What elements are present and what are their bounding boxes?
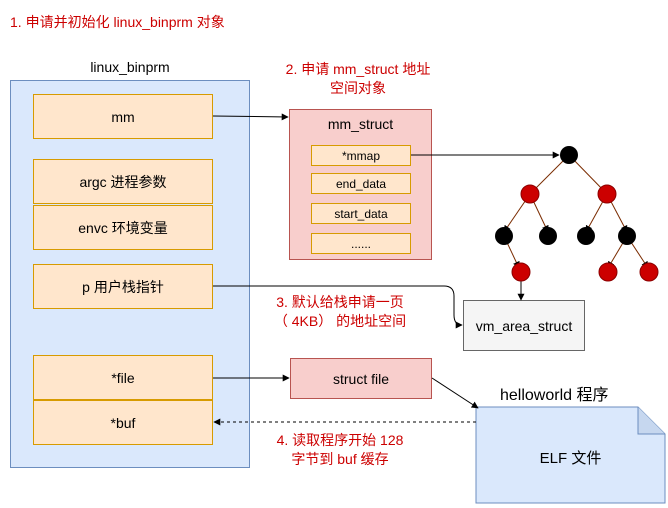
mm-field-start-data: start_data (311, 203, 411, 224)
field-p-stack-pointer: p 用户栈指针 (33, 264, 213, 309)
field-mm: mm (33, 94, 213, 139)
step-2-annotation: 2. 申请 mm_struct 地址 空间对象 (258, 60, 458, 98)
tree-node-red (597, 184, 617, 204)
step-3-annotation: 3. 默认给栈申请一页 （ 4KB） 的地址空间 (265, 293, 415, 331)
tree-node-red (639, 262, 659, 282)
helloworld-label: helloworld 程序 (500, 387, 609, 404)
arrow-mm-to-mm-struct (212, 113, 289, 121)
tree-node-root (560, 146, 578, 164)
tree-node-black (577, 227, 595, 245)
tree-node-black (618, 227, 636, 245)
step-3-line-1: 3. 默认给栈申请一页 (276, 294, 404, 310)
mm-field-mmap: *mmap (311, 145, 411, 166)
mm-field-end-data: end_data (311, 173, 411, 194)
tree-node-black (539, 227, 557, 245)
step-3-line-2: （ 4KB） 的地址空间 (273, 313, 407, 329)
tree-node-red (511, 262, 531, 282)
tree-edges (503, 154, 649, 269)
linux-binprm-title: linux_binprm (90, 59, 170, 75)
arrow-struct-file-to-elf (431, 377, 479, 409)
arrow-stack-to-vm-area (213, 285, 463, 329)
tree-node-black (495, 227, 513, 245)
struct-file-box: struct file (290, 358, 432, 399)
field-file: *file (33, 355, 213, 400)
field-buf: *buf (33, 400, 213, 445)
elf-file-document-shape (475, 406, 666, 504)
elf-file-label: ELF 文件 (539, 449, 602, 467)
field-argc: argc 进程参数 (33, 159, 213, 204)
mm-field-ellipsis: ...... (311, 233, 411, 254)
field-envc: envc 环境变量 (33, 205, 213, 250)
step-2-line-2: 空间对象 (330, 80, 386, 96)
step-1-annotation: 1. 申请并初始化 linux_binprm 对象 (10, 14, 225, 30)
tree-node-red (520, 184, 540, 204)
vm-area-struct-box: vm_area_struct (463, 300, 585, 351)
mm-struct-title: mm_struct (327, 116, 394, 132)
tree-node-red (598, 262, 618, 282)
step-4-line-1: 4. 读取程序开始 128 (276, 432, 404, 448)
step-4-line-2: 字节到 buf 缓存 (291, 451, 389, 467)
step-2-line-1: 2. 申请 mm_struct 地址 (285, 61, 431, 77)
elf-file-fold (637, 407, 665, 435)
step-4-annotation: 4. 读取程序开始 128 字节到 buf 缓存 (260, 431, 420, 469)
